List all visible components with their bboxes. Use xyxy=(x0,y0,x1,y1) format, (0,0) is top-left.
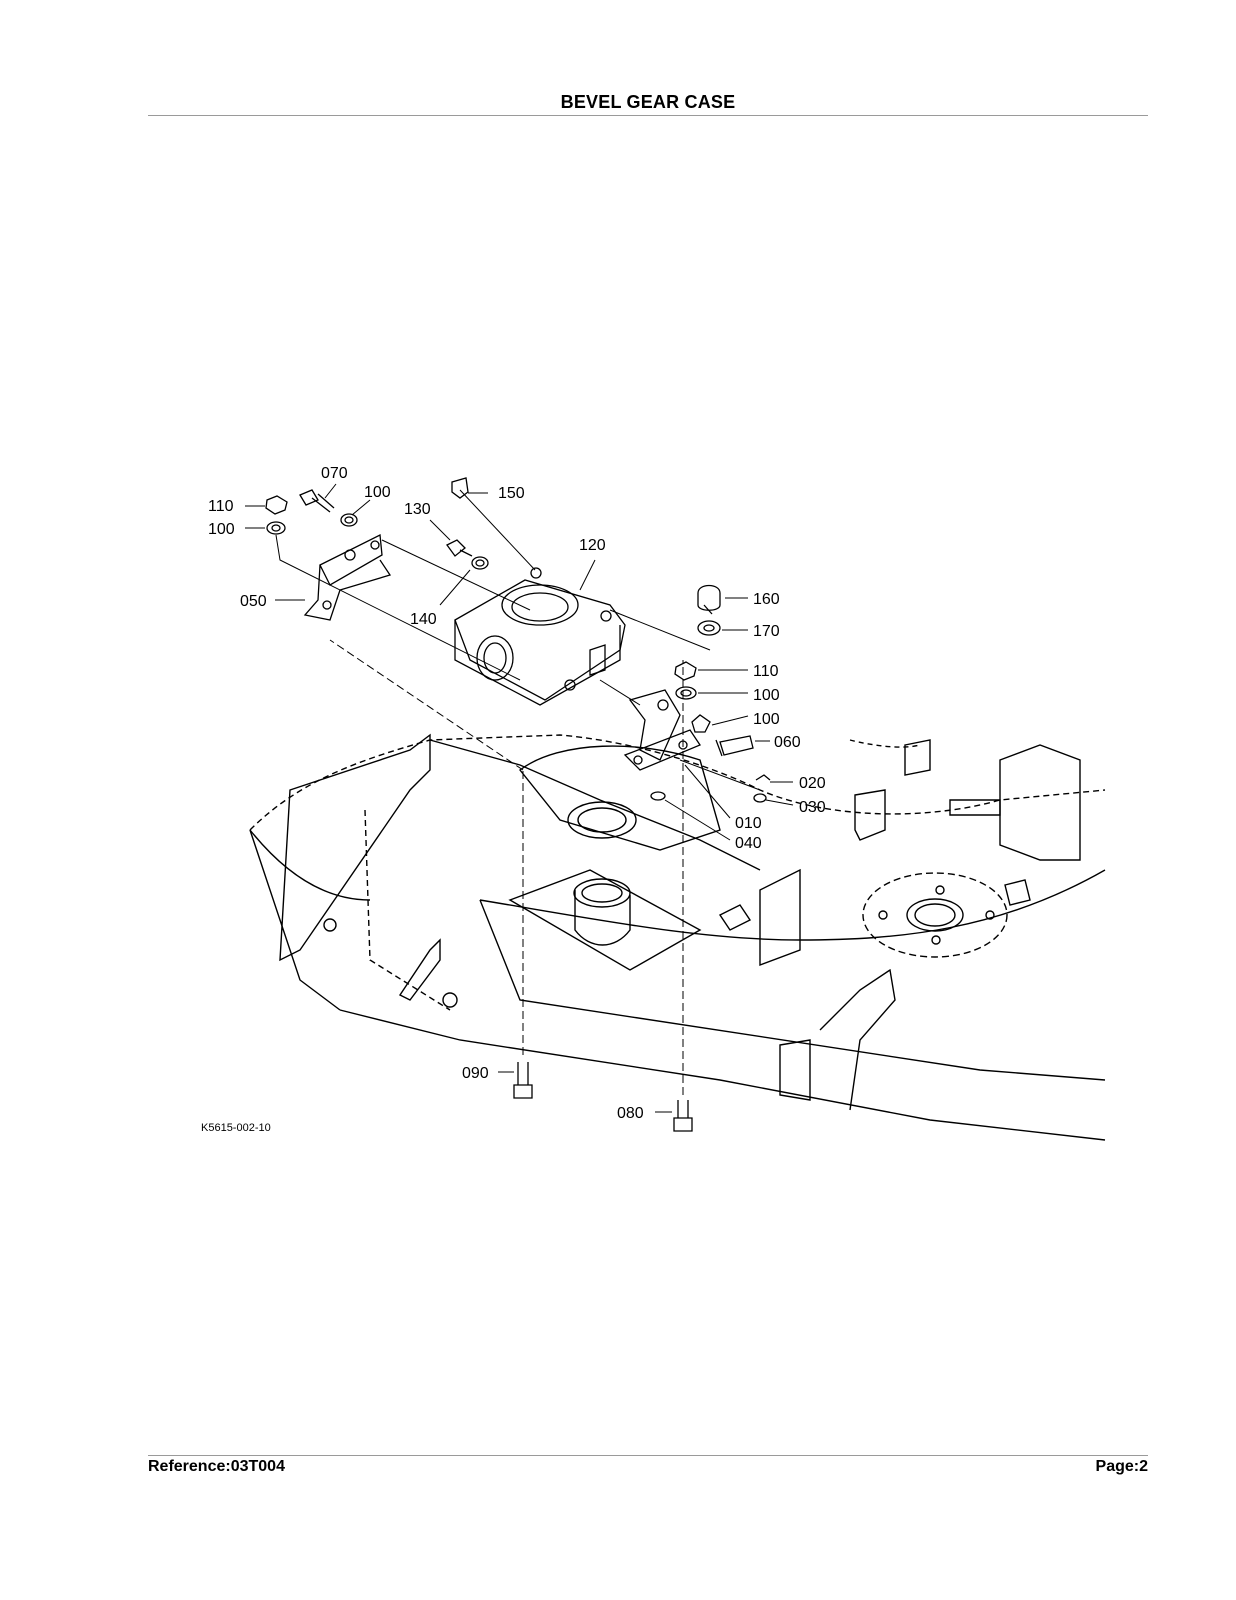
page-title: BEVEL GEAR CASE xyxy=(560,92,736,112)
callout-110: 110 xyxy=(208,498,234,515)
callout-100: 100 xyxy=(208,521,235,538)
callout-060: 060 xyxy=(774,734,801,751)
header-rule xyxy=(148,115,1148,116)
callout-100: 100 xyxy=(364,484,391,501)
callout-050: 050 xyxy=(240,593,267,610)
callout-150: 150 xyxy=(498,485,525,502)
callout-010: 010 xyxy=(735,815,762,832)
callout-leaders xyxy=(245,483,794,1113)
callout-160: 160 xyxy=(753,591,780,608)
footer-rule xyxy=(148,1455,1148,1456)
callout-120: 120 xyxy=(579,537,606,554)
exploded-parts xyxy=(265,477,771,1132)
callout-100: 100 xyxy=(753,711,780,728)
callout-100: 100 xyxy=(753,687,780,704)
deck-outline xyxy=(249,733,1106,1141)
page-number: Page:2 xyxy=(1095,1458,1148,1475)
callout-140: 140 xyxy=(410,611,437,628)
callout-030: 030 xyxy=(799,799,826,816)
callout-130: 130 xyxy=(404,501,431,518)
callout-070: 070 xyxy=(321,465,348,482)
callout-020: 020 xyxy=(799,775,826,792)
callout-040: 040 xyxy=(735,835,762,852)
callout-090: 090 xyxy=(462,1065,489,1082)
callout-110: 110 xyxy=(753,663,779,680)
callout-labels: 070 100 110 100 050 130 140 150 120 160 … xyxy=(201,465,826,1134)
callout-080: 080 xyxy=(617,1105,644,1122)
reference-label: Reference:03T004 xyxy=(148,1458,285,1475)
callout-170: 170 xyxy=(753,623,780,640)
drawing-code: K5615-002-10 xyxy=(201,1122,271,1134)
